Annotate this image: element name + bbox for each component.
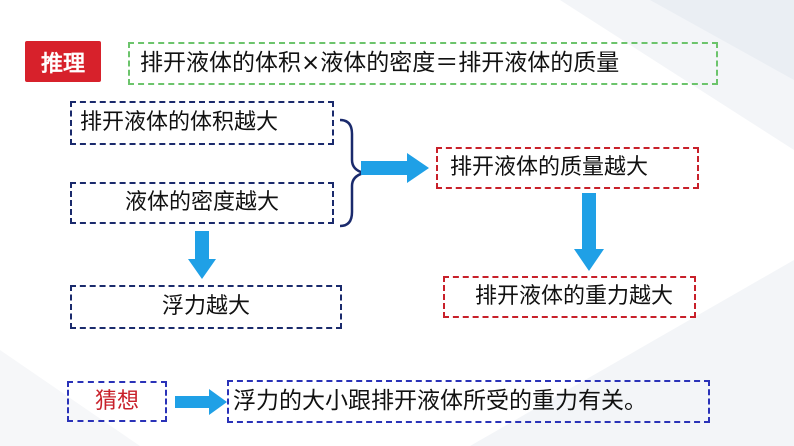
- conclusion-box: 浮力的大小跟排开液体所受的重力有关。: [227, 380, 710, 423]
- buoyancy-text: 浮力越大: [161, 294, 250, 320]
- buoyancy-box: 浮力越大: [70, 285, 342, 329]
- reasoning-tag: 推理: [25, 41, 101, 82]
- down-arrow-to-weight: [574, 193, 604, 271]
- mass-box: 排开液体的质量越大: [436, 147, 699, 189]
- density-box: 液体的密度越大: [70, 182, 334, 224]
- volume-text: 排开液体的体积越大: [80, 110, 279, 136]
- hypothesis-label: 猜想: [94, 388, 139, 414]
- mass-text: 排开液体的质量越大: [450, 155, 649, 181]
- formula-box: 排开液体的体积×液体的密度＝排开液体的质量: [128, 42, 718, 85]
- formula-text: 排开液体的体积×液体的密度＝排开液体的质量: [140, 50, 620, 77]
- weight-box: 排开液体的重力越大: [443, 276, 696, 318]
- down-arrow-to-buoyancy: [188, 231, 216, 279]
- right-arrow-to-conclusion: [175, 389, 227, 415]
- volume-box: 排开液体的体积越大: [70, 101, 334, 145]
- right-arrow-to-mass: [361, 153, 429, 183]
- weight-text: 排开液体的重力越大: [475, 284, 674, 309]
- hypothesis-tag: 猜想: [67, 381, 167, 422]
- conclusion-text: 浮力的大小跟排开液体所受的重力有关。: [233, 388, 647, 415]
- density-text: 液体的密度越大: [124, 190, 279, 216]
